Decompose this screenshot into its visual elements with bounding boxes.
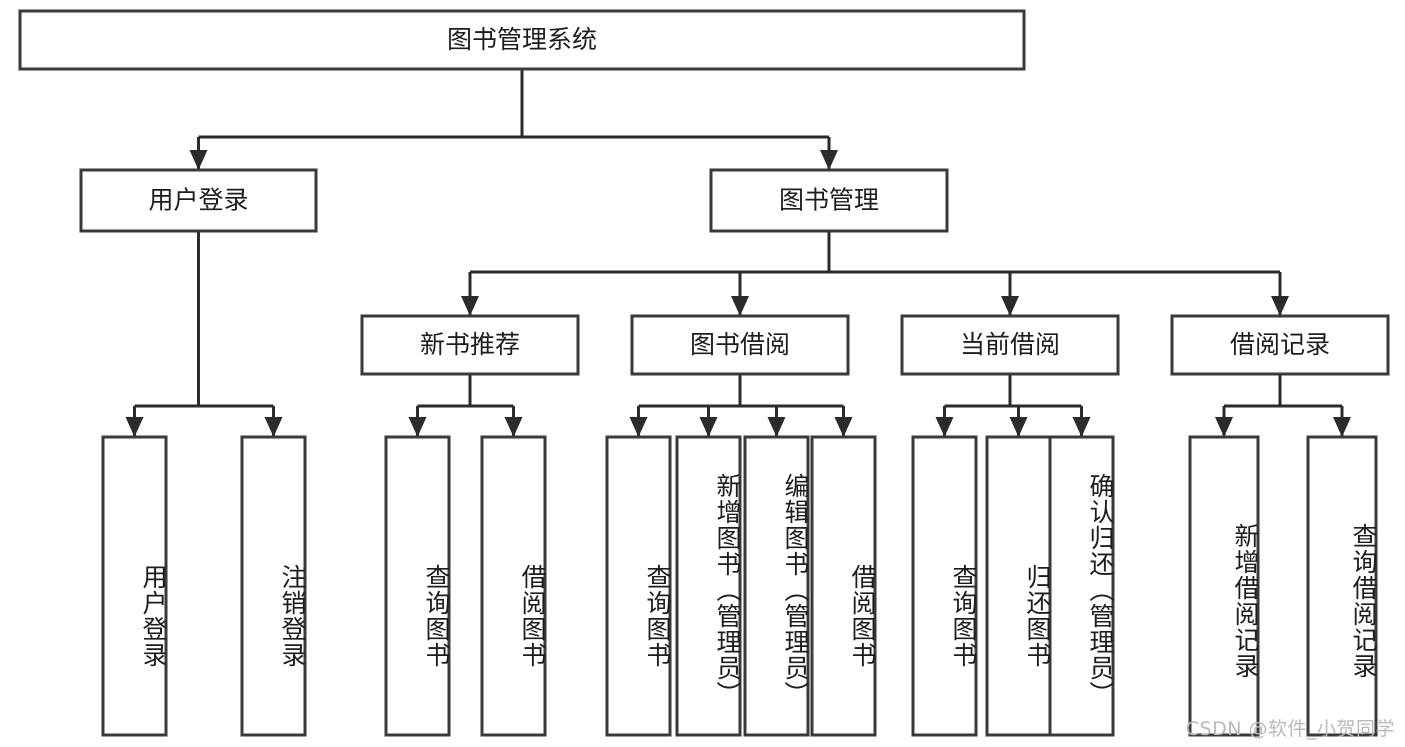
leaf-book-borrow-arrow-0 bbox=[629, 417, 648, 437]
book-manage-arrow-2 bbox=[1001, 296, 1019, 316]
leaf-user-login-arrow-0 bbox=[125, 417, 144, 437]
node-book-borrow-label: 图书借阅 bbox=[690, 330, 790, 359]
leaf-user-login-arrow-1 bbox=[264, 417, 283, 437]
leaf-add-book-admin-box[interactable] bbox=[675, 435, 742, 737]
leaf-query-book-2-box[interactable] bbox=[605, 435, 672, 737]
leaf-new-book-recommend-arrow-1 bbox=[504, 417, 523, 437]
node-boxes-layer bbox=[18, 9, 1390, 737]
leaf-query-book-1-box[interactable] bbox=[384, 435, 451, 737]
node-borrow-records-label: 借阅记录 bbox=[1230, 330, 1330, 359]
root-arrow-1 bbox=[820, 150, 838, 170]
leaf-confirm-return-admin-box[interactable] bbox=[1048, 435, 1115, 737]
node-borrow-records-box[interactable] bbox=[1170, 314, 1390, 376]
node-root-label: 图书管理系统 bbox=[447, 25, 597, 54]
leaf-user-login-do-box[interactable] bbox=[101, 435, 168, 737]
leaf-add-borrow-record-box[interactable] bbox=[1188, 435, 1260, 737]
leaf-query-borrow-record-box[interactable] bbox=[1306, 435, 1378, 737]
leaf-return-book-box[interactable] bbox=[985, 435, 1052, 737]
leaf-user-logout-box[interactable] bbox=[240, 435, 307, 737]
node-root-box[interactable] bbox=[18, 9, 1026, 71]
leaf-new-book-recommend-arrow-0 bbox=[408, 417, 427, 437]
node-current-borrow-label: 当前借阅 bbox=[960, 330, 1060, 359]
leaf-borrow-book-2-box[interactable] bbox=[810, 435, 877, 737]
leaf-current-borrow-arrow-1 bbox=[1009, 417, 1028, 437]
leaf-book-borrow-arrow-2 bbox=[767, 417, 786, 437]
leaf-edit-book-admin-box[interactable] bbox=[743, 435, 810, 737]
book-manage-arrow-1 bbox=[731, 296, 749, 316]
leaf-current-borrow-arrow-2 bbox=[1072, 417, 1091, 437]
root-arrow-0 bbox=[189, 150, 208, 170]
node-new-book-recommend-box[interactable] bbox=[360, 314, 580, 376]
node-book-manage-box[interactable] bbox=[709, 168, 949, 233]
leaf-borrow-records-arrow-1 bbox=[1333, 417, 1351, 437]
leaf-book-borrow-arrow-3 bbox=[834, 417, 853, 437]
leaf-query-book-3-box[interactable] bbox=[911, 435, 978, 737]
node-book-borrow-box[interactable] bbox=[630, 314, 850, 376]
node-new-book-recommend-label: 新书推荐 bbox=[420, 330, 520, 359]
leaf-book-borrow-arrow-1 bbox=[699, 417, 718, 437]
connectors-layer bbox=[125, 69, 1351, 437]
node-book-manage-label: 图书管理 bbox=[779, 186, 879, 215]
leaf-borrow-book-1-box[interactable] bbox=[480, 435, 547, 737]
leaf-borrow-records-arrow-0 bbox=[1215, 417, 1233, 437]
book-manage-arrow-3 bbox=[1271, 296, 1289, 316]
leaf-current-borrow-arrow-0 bbox=[935, 417, 954, 437]
node-user-login-box[interactable] bbox=[79, 168, 318, 233]
node-user-login-label: 用户登录 bbox=[148, 186, 248, 215]
book-manage-arrow-0 bbox=[461, 296, 479, 316]
node-current-borrow-box[interactable] bbox=[900, 314, 1120, 376]
